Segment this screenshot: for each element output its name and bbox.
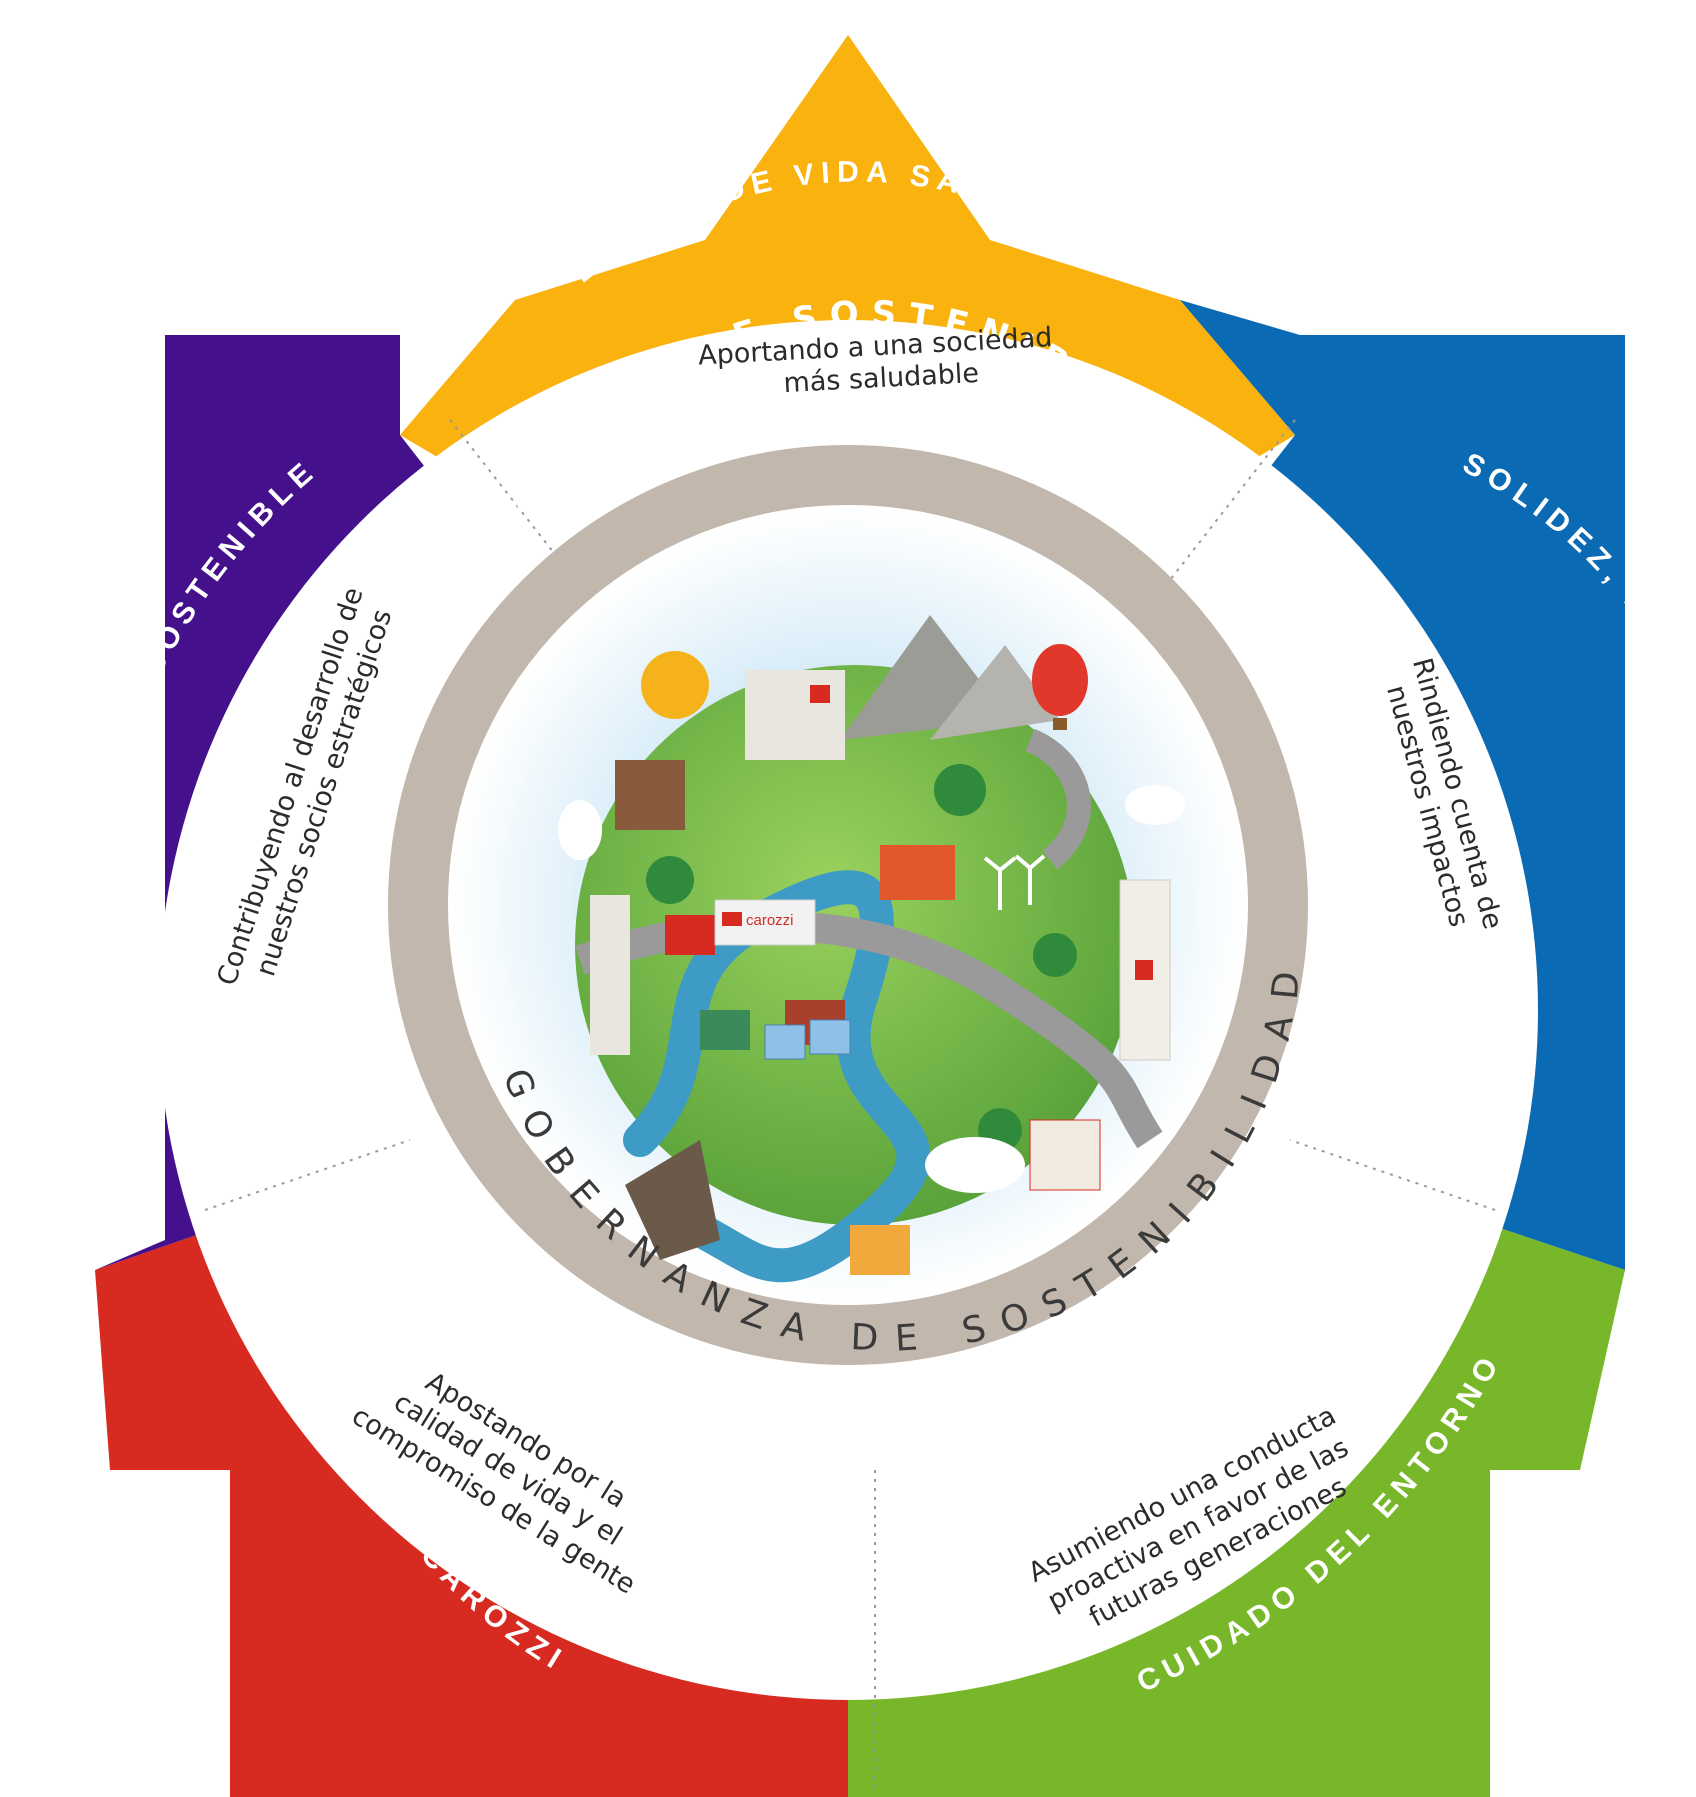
solar-panel-icon (809, 1019, 851, 1055)
segment-separators (204, 419, 1496, 1790)
solar-panel-icon (764, 1024, 806, 1060)
house-icon (700, 1010, 750, 1050)
office-building-icon (590, 895, 630, 1055)
cloud-icon (1125, 785, 1185, 825)
warehouse-icon (850, 1225, 910, 1275)
carozzi-truck-icon (665, 915, 715, 955)
tree-icon (646, 856, 694, 904)
globe-illustration: carozzi (453, 510, 1243, 1300)
hot-air-balloon-icon (1032, 644, 1088, 716)
mountain-icon (930, 645, 1060, 740)
factory-icon (745, 670, 845, 760)
tree-icon (934, 764, 986, 816)
center-ring (388, 445, 1308, 1365)
house-icon (880, 845, 955, 900)
warehouse-icon (1029, 1119, 1101, 1191)
wind-turbine-icon (983, 854, 1046, 910)
cloud-icon (925, 1137, 1025, 1193)
river (623, 870, 931, 1283)
house-icon (615, 760, 685, 830)
sun-icon (641, 651, 709, 719)
tree-icon (1033, 933, 1077, 977)
cliff-icon (625, 1140, 720, 1260)
truck-brand-label: carozzi (746, 912, 794, 929)
cloud-icon (558, 800, 602, 860)
